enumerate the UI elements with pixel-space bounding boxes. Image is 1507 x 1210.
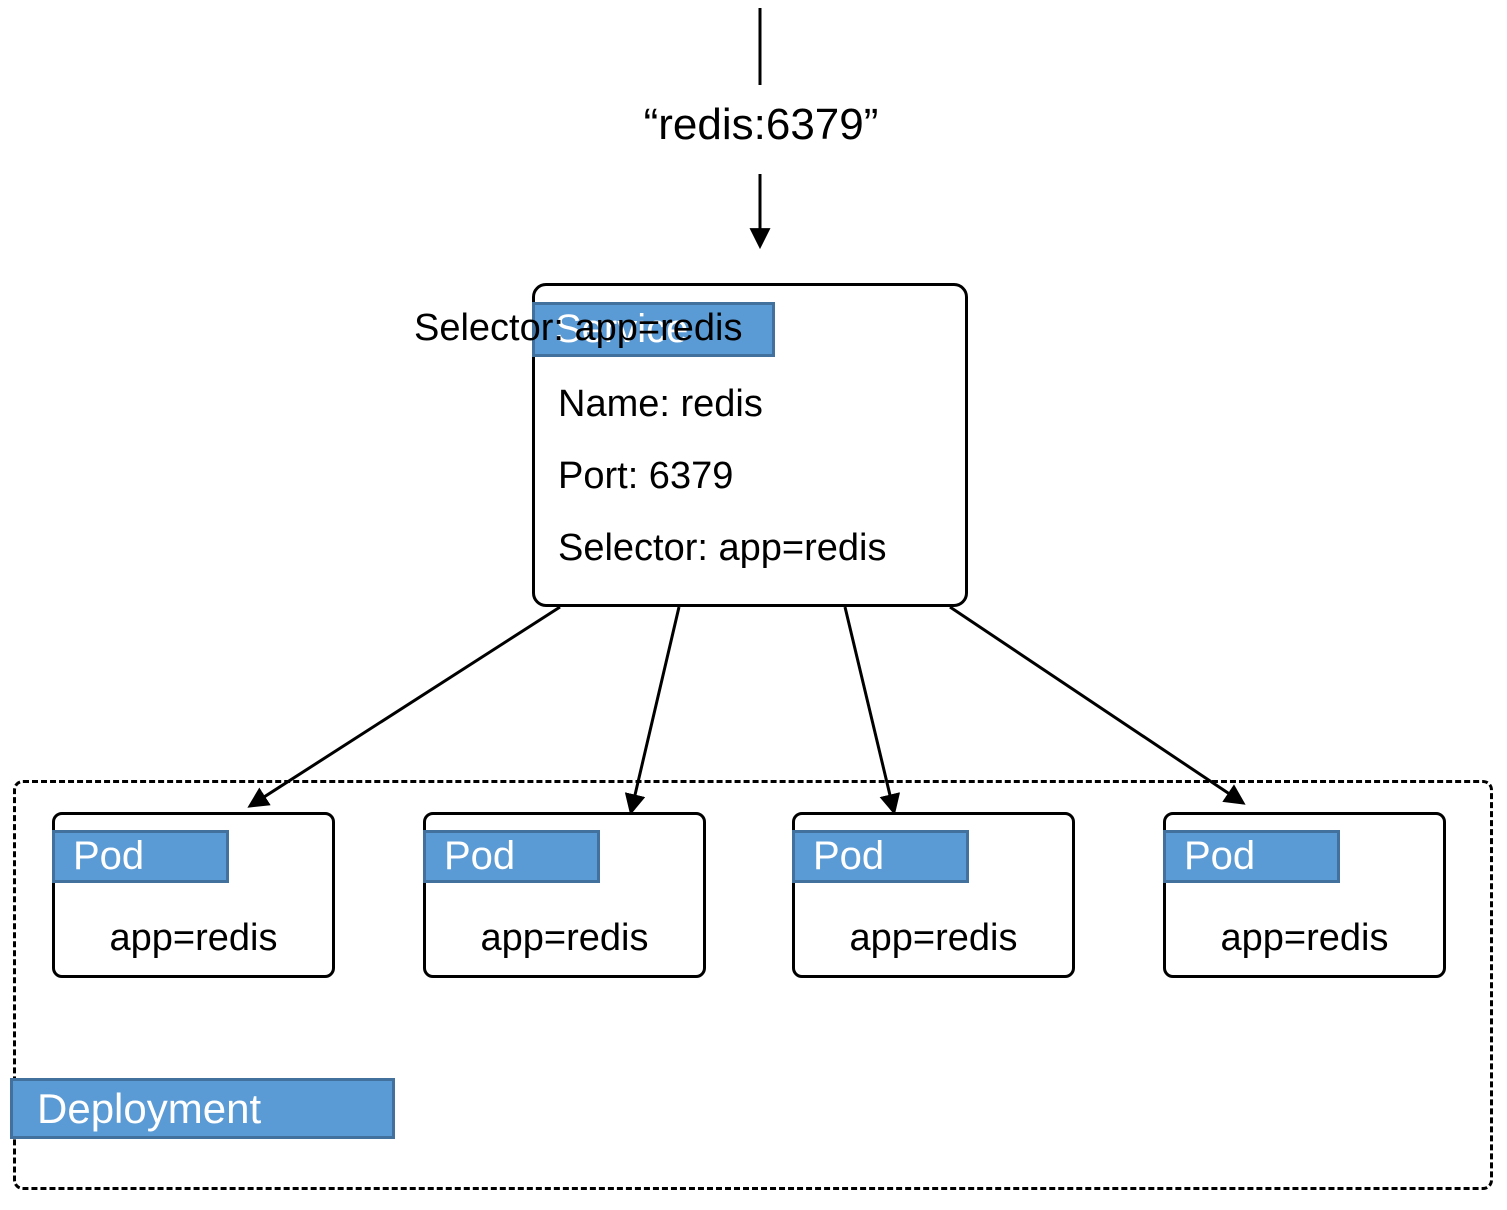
deployment-box — [13, 780, 1493, 1190]
dns-name-label: “redis:6379” — [643, 100, 879, 149]
deployment-tag-badge: Deployment — [10, 1078, 395, 1139]
pod-selector-label: app=redis — [109, 917, 278, 959]
service-to-pod3-arrow — [843, 606, 901, 816]
deployment-selector-label: Selector: app=redis — [414, 307, 743, 349]
pod-tag-text: Pod — [444, 834, 516, 878]
deployment-tag-text: Deployment — [37, 1084, 262, 1132]
pod-tag-badge: Pod — [1163, 830, 1340, 883]
pod-selector-label: app=redis — [480, 917, 649, 959]
pod-box-2: Pod app=redis — [423, 812, 706, 978]
pod-tag-badge: Pod — [423, 830, 600, 883]
service-tag-badge: Service — [532, 302, 775, 357]
pod-box-3: Pod app=redis — [792, 812, 1075, 978]
pod-tag-text: Pod — [813, 834, 885, 878]
pod-box-1: Pod app=redis — [52, 812, 335, 978]
pod-box-4: Pod app=redis — [1163, 812, 1446, 978]
service-tag-text: Service — [555, 307, 689, 351]
pod-tag-badge: Pod — [792, 830, 969, 883]
pod-selector-label: app=redis — [849, 917, 1018, 959]
pod-tag-text: Pod — [1184, 834, 1256, 878]
service-name-line: Name: redis — [558, 383, 763, 425]
service-to-pod1-arrow — [247, 605, 561, 808]
service-to-pod4-arrow — [949, 605, 1246, 805]
service-selector-line: Selector: app=redis — [558, 527, 887, 569]
service-properties: Name: redis Port: 6379 Selector: app=red… — [558, 368, 886, 584]
service-to-pod2-arrow — [624, 606, 681, 816]
service-box: Service Name: redis Port: 6379 Selector:… — [532, 283, 968, 607]
pod-selector-label: app=redis — [1220, 917, 1389, 959]
service-port-line: Port: 6379 — [558, 455, 734, 497]
pod-tag-text: Pod — [73, 834, 145, 878]
pod-tag-badge: Pod — [52, 830, 229, 883]
